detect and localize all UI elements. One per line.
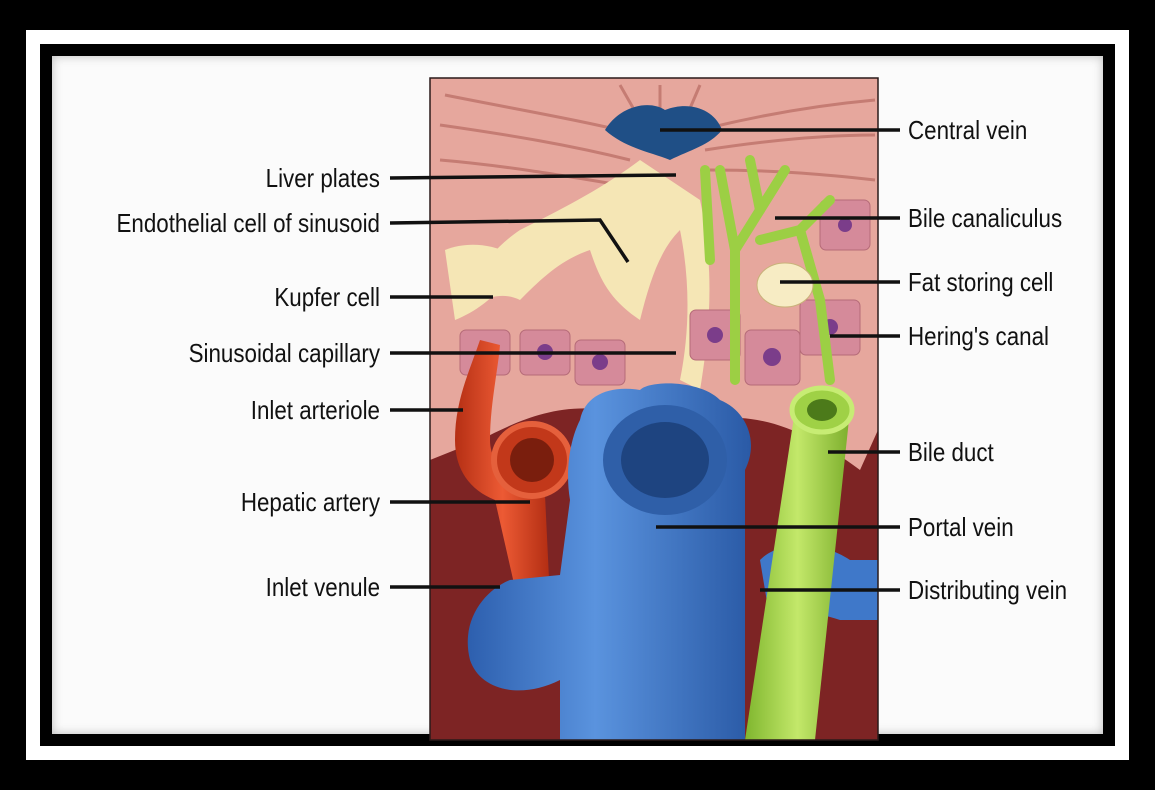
label-liver-plates: Liver plates: [53, 165, 380, 191]
hepatic-artery-lumen: [510, 438, 554, 482]
label-sinusoidal-capillary: Sinusoidal capillary: [53, 340, 380, 366]
label-bile-duct: Bile duct: [908, 439, 994, 465]
portal-vein-lumen: [621, 422, 709, 498]
label-fat-storing-cell: Fat storing cell: [908, 269, 1053, 295]
label-inlet-venule: Inlet venule: [53, 574, 380, 600]
label-portal-vein: Portal vein: [908, 514, 1014, 540]
label-herings-canal: Hering's canal: [908, 323, 1049, 349]
bile-duct-lumen: [807, 399, 837, 421]
label-central-vein: Central vein: [908, 117, 1027, 143]
label-endothelial-cell: Endothelial cell of sinusoid: [53, 210, 380, 236]
label-bile-canaliculus: Bile canaliculus: [908, 205, 1062, 231]
label-kupfer-cell: Kupfer cell: [53, 284, 380, 310]
label-inlet-arteriole: Inlet arteriole: [53, 397, 380, 423]
label-hepatic-artery: Hepatic artery: [53, 489, 380, 515]
fat-storing-cell-shape: [757, 263, 813, 307]
label-distributing-vein: Distributing vein: [908, 577, 1067, 603]
